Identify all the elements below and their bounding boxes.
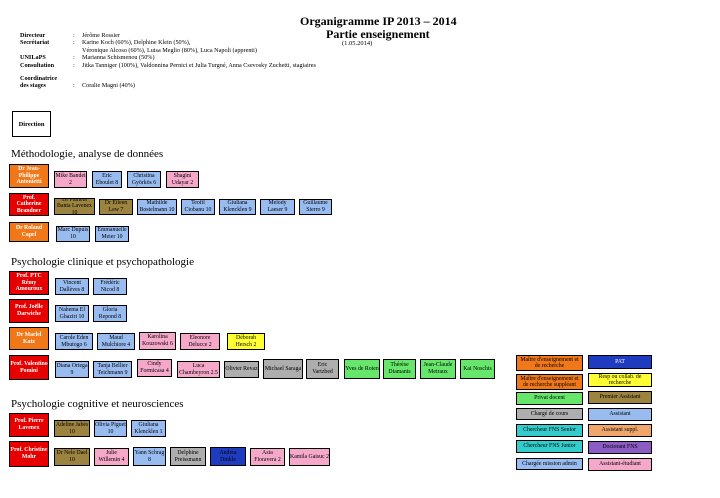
person-box: Dr Paméla Banta Lavenex 10 [54, 198, 95, 215]
person-box: Andrea Dinkle [210, 447, 246, 466]
head-box: Prof. Christine Mohr [9, 441, 49, 467]
section-title-clinique: Psychologie clinique et psychopathologie [11, 256, 194, 268]
person-box: Julie Willemin 4 [94, 448, 129, 466]
person-box: Michael Saraga [263, 359, 303, 379]
person-box: Delphine Preissmann [170, 447, 206, 466]
head-box: Dr Jean-Philippe Antonietti [9, 164, 49, 188]
legend-maitre-suppleant: Maître d'enseignement et de recherche su… [516, 374, 583, 390]
person-box: Jean-Claude Metraux [420, 359, 456, 379]
person-box: Thérèse Diamants [383, 359, 416, 379]
person-box: Yann Schrag 8 [133, 447, 166, 466]
legend-premier-assistant: Premier Assistant [588, 391, 652, 404]
head-box: Prof. Joëlle Darwiche [9, 299, 49, 323]
head-box: Prof. Valentino Pomini [9, 355, 49, 380]
person-box: Diana Ortega 9 [55, 361, 89, 378]
person-box: Luca Chambeyron 2.5 [177, 361, 220, 378]
person-box: Gloria Repond 8 [93, 305, 127, 322]
person-box: Teofil Ciobanu 10 [181, 199, 215, 215]
info-label: Secrétariat [20, 39, 50, 47]
person-box: Christina Györkös 6 [127, 171, 161, 188]
info-label: Coordinatrice [20, 74, 58, 82]
person-box: Kamila Gaisuc 2 [289, 448, 330, 466]
person-box: Mike Bandet 2 [54, 171, 87, 188]
legend-resp-collab: Resp ou collab. de recherche [588, 373, 652, 387]
person-box: Giuliana Klencklen 9 [219, 199, 256, 215]
head-box: Dr Roland Capel [9, 222, 49, 242]
person-box: Mathilde Bostelmann 10 [137, 199, 177, 215]
direction-box: Direction [12, 111, 51, 137]
info-sep: : [73, 54, 75, 62]
person-box: Carole Eden Mbutogo 6 [55, 333, 93, 350]
person-box: Giuliana Klencklen 1 [131, 420, 166, 437]
person-box: Olivier Revaz [224, 361, 259, 378]
legend-assistant: Assistant [588, 408, 652, 421]
person-box: Cindy Formicasa 4 [137, 359, 172, 377]
person-box: Eric Vartzbed [306, 359, 339, 379]
info-value: Jitka Tanniger (100%), Valdonnina Pernic… [82, 61, 316, 69]
person-box: Nahema El Ghaziri 10 [55, 305, 89, 322]
legend-assistant-suppl: Assistant suppl. [588, 424, 652, 437]
person-box: Marc Dupuis 10 [56, 226, 90, 242]
info-sep: : [73, 82, 75, 90]
info-sep: : [73, 32, 75, 39]
info-label: Directeur [20, 32, 46, 39]
person-box: Melody Laeser 9 [260, 199, 295, 215]
person-box: Eric Eboulet 8 [92, 171, 122, 188]
info-sep: : [73, 61, 75, 69]
person-box: Kai Noschis [460, 359, 495, 379]
legend-pat: PAT [588, 355, 652, 369]
legend-fns-junior: Chercheur FNS Junior [516, 440, 583, 453]
legend-maitre: Maître d'enseignement et de recherche [516, 355, 583, 371]
legend-assistant-etudiant: Assistant-étudiant [588, 458, 652, 471]
legend-privat-docent: Privat docent [516, 392, 583, 405]
info-value: Marianna Schismenou (50%) [82, 54, 155, 62]
info-block: Directeur: Jérôme Rossier Secrétariat: Kar… [20, 32, 316, 90]
head-box: Prof. PTC Rémy Amouroux [9, 271, 49, 295]
info-value: Karine Koch (60%), Delphine Klein (50%), [82, 39, 191, 47]
head-box: Prof. Pierre Lavenex [9, 413, 49, 437]
section-title-methodologie: Méthodologie, analyse de données [11, 148, 164, 160]
section-title-cognitive: Psychologie cognitive et neurosciences [11, 398, 184, 410]
page-subtitle: Partie enseignement [326, 27, 430, 41]
person-box: Yves de Roten [344, 359, 380, 379]
person-box: Olivia Piguet 10 [94, 420, 127, 437]
person-box: Maud Mulchiore 4 [97, 333, 135, 350]
info-sep: : [73, 39, 75, 47]
legend-charge-cours: Chargé de cours [516, 408, 583, 420]
info-label: UNILaPS [20, 54, 46, 62]
head-box: Dr Marlel Katz [9, 327, 49, 350]
person-box: Eleonore Delucce 2 [180, 333, 220, 350]
info-value: Véronique Alcoso (60%), Luisa Meglio (80… [82, 46, 257, 54]
person-box: Tanja Bellier Teichmann 9 [93, 361, 132, 378]
legend-mission-admin: Chargée mission admin [516, 458, 583, 470]
person-box: Emmanuelle Meier 10 [95, 226, 129, 242]
info-value: Coralie Magni (40%) [82, 82, 135, 90]
person-box: Karolina Kouzowski 6 [139, 332, 176, 350]
legend-fns-senior: Chercheur FNS Senior [516, 424, 583, 437]
person-box: Déborah Hersch 2 [227, 333, 265, 350]
person-box: Guillaume Sierro 9 [299, 199, 332, 215]
person-box: Shagini Udayar 2 [166, 171, 199, 188]
info-label: Consultation [20, 61, 55, 69]
person-box: Adeline Jabès 10 [54, 420, 90, 437]
info-label: des stages [20, 82, 46, 90]
info-value: Jérôme Rossier [82, 32, 120, 39]
person-box: Dr Eileen Lew 7 [99, 199, 133, 215]
person-box: Frédéric Nicod 8 [93, 278, 127, 295]
person-box: Asia Fioravera 2 [250, 448, 285, 466]
person-box: Dr Nele Dael 10 [54, 448, 90, 466]
page-title: Organigramme IP 2013 – 2014 [300, 14, 457, 28]
head-box: Prof. Catherine Brandner [9, 193, 49, 216]
person-box: Vincent Dallèves 8 [55, 278, 89, 295]
page-date: (1.05.2014) [342, 40, 373, 47]
legend-doctorant-fns: Doctorant FNS [588, 441, 652, 454]
